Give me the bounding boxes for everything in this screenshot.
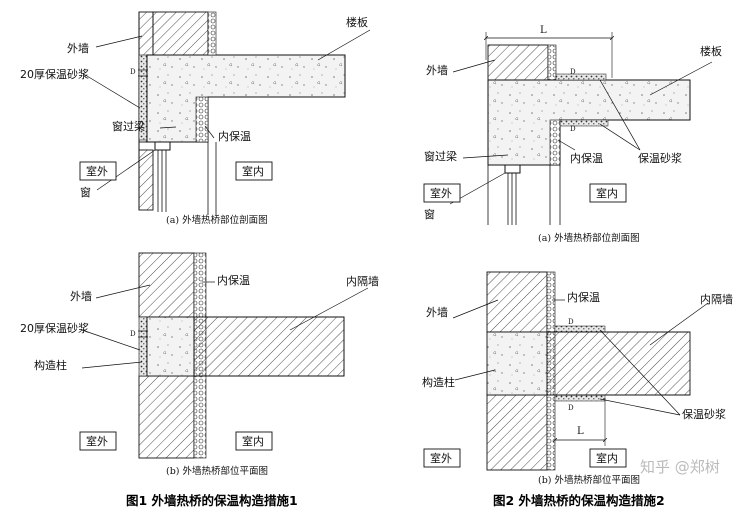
fig1b-column-label: 构造柱 — [34, 358, 67, 372]
fig2a-lintel-label: 窗过梁 — [424, 149, 457, 163]
fig1b-inner-insulation-label: 内保温 — [217, 273, 250, 287]
fig2b-partition-label: 内隔墙 — [700, 292, 733, 306]
fig2b-dim-l: L — [577, 426, 584, 437]
fig1b-d-mark: D — [130, 330, 136, 338]
fig1a-d-mark: D — [130, 68, 136, 76]
fig1a-caption: (a) 外墙热桥部位剖面图 — [166, 214, 268, 226]
fig2b-caption: (b) 外墙热桥部位平面图 — [538, 474, 640, 486]
fig2b-indoor-box — [589, 448, 627, 468]
fig2b-outdoor-box — [423, 448, 461, 468]
fig2a-d-mark-1: D — [570, 68, 576, 76]
fig2a-floor-slab-label: 楼板 — [700, 44, 722, 58]
fig2-section-drawing — [449, 32, 713, 225]
fig1b-caption: (b) 外墙热桥部位平面图 — [166, 465, 268, 477]
fig2a-outer-wall-label: 外墙 — [426, 63, 448, 77]
watermark: 知乎 @郑树 — [640, 458, 720, 476]
fig1a-outdoor-box — [79, 161, 117, 181]
fig1-section-drawing — [81, 11, 371, 215]
fig1b-outer-wall-label: 外墙 — [70, 289, 92, 303]
fig2b-d-mark-1: D — [568, 318, 574, 326]
fig1a-inner-insulation-label: 内保温 — [218, 129, 251, 143]
fig1b-indoor-box — [235, 431, 273, 451]
fig2a-window-label: 窗 — [424, 207, 435, 221]
fig1-plan-drawing — [81, 252, 369, 459]
fig2b-d-mark-2: D — [568, 404, 574, 412]
fig2a-caption: (a) 外墙热桥部位剖面图 — [538, 232, 640, 244]
fig1a-indoor-label: 室内 — [242, 164, 264, 178]
fig2a-d-mark-2: D — [570, 125, 576, 133]
fig2a-indoor-box — [589, 183, 627, 203]
fig1a-mortar-label: 20厚保温砂浆 — [20, 67, 89, 81]
fig2a-outdoor-label: 室外 — [430, 186, 452, 200]
fig2a-dim-l: L — [540, 25, 547, 36]
fig2a-mortar-label: 保温砂浆 — [638, 151, 682, 165]
fig1a-window-label: 窗 — [80, 185, 91, 199]
fig2b-outer-wall-label: 外墙 — [426, 305, 448, 319]
fig2a-inner-insulation-label: 内保温 — [570, 151, 603, 165]
fig1a-indoor-box — [235, 161, 273, 181]
fig1b-outdoor-label: 室外 — [86, 434, 108, 448]
fig2b-inner-insulation-label: 内保温 — [567, 290, 600, 304]
fig2-title: 图2 外墙热桥的保温构造措施2 — [493, 493, 665, 508]
fig2b-indoor-label: 室内 — [596, 451, 618, 465]
fig2-plan-drawing — [452, 271, 709, 471]
fig1b-mortar-label: 20厚保温砂浆 — [20, 321, 89, 335]
fig2a-indoor-label: 室内 — [596, 186, 618, 200]
fig1b-indoor-label: 室内 — [242, 434, 264, 448]
fig1b-partition-label: 内隔墙 — [346, 274, 379, 288]
fig1a-lintel-label: 窗过梁 — [112, 119, 145, 133]
fig2b-outdoor-label: 室外 — [430, 451, 452, 465]
fig1-title: 图1 外墙热桥的保温构造措施1 — [126, 493, 298, 508]
fig1a-outer-wall-label: 外墙 — [67, 41, 89, 55]
fig2a-outdoor-box — [423, 183, 461, 203]
fig1a-outdoor-label: 室外 — [86, 164, 108, 178]
fig1a-floor-slab-label: 楼板 — [346, 15, 368, 29]
fig1b-outdoor-box — [79, 431, 117, 451]
fig2b-column-label: 构造柱 — [422, 375, 455, 389]
fig2b-mortar-label: 保温砂浆 — [682, 407, 726, 421]
